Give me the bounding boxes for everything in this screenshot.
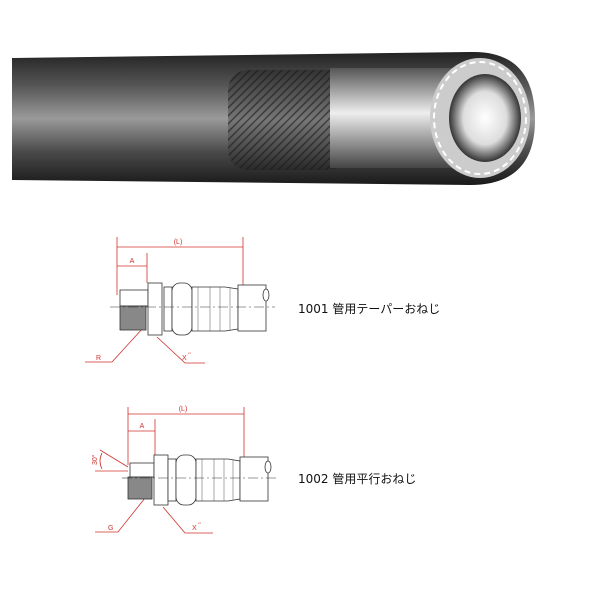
hex-note: *¹ <box>188 351 192 356</box>
thread-label: R <box>96 355 101 362</box>
a-label: A <box>140 423 145 430</box>
fitting-1002-diagram: (L) A 30° G X *¹ <box>80 395 280 545</box>
length-label: (L) <box>174 239 183 246</box>
hex-label: X <box>192 525 197 532</box>
fitting-1001-diagram: (L) A R X *¹ <box>80 225 280 375</box>
hex-label: X <box>182 355 187 362</box>
angle-label: 30° <box>91 454 99 465</box>
length-label: (L) <box>179 406 188 413</box>
fitting-1002-caption: 1002 管用平行おねじ <box>298 472 417 486</box>
hose-photo <box>0 40 600 190</box>
thread-label: G <box>108 525 113 532</box>
a-label: A <box>130 258 135 265</box>
fitting-1001-caption: 1001 管用テーパーおねじ <box>298 302 441 316</box>
hex-note: *¹ <box>198 521 202 526</box>
